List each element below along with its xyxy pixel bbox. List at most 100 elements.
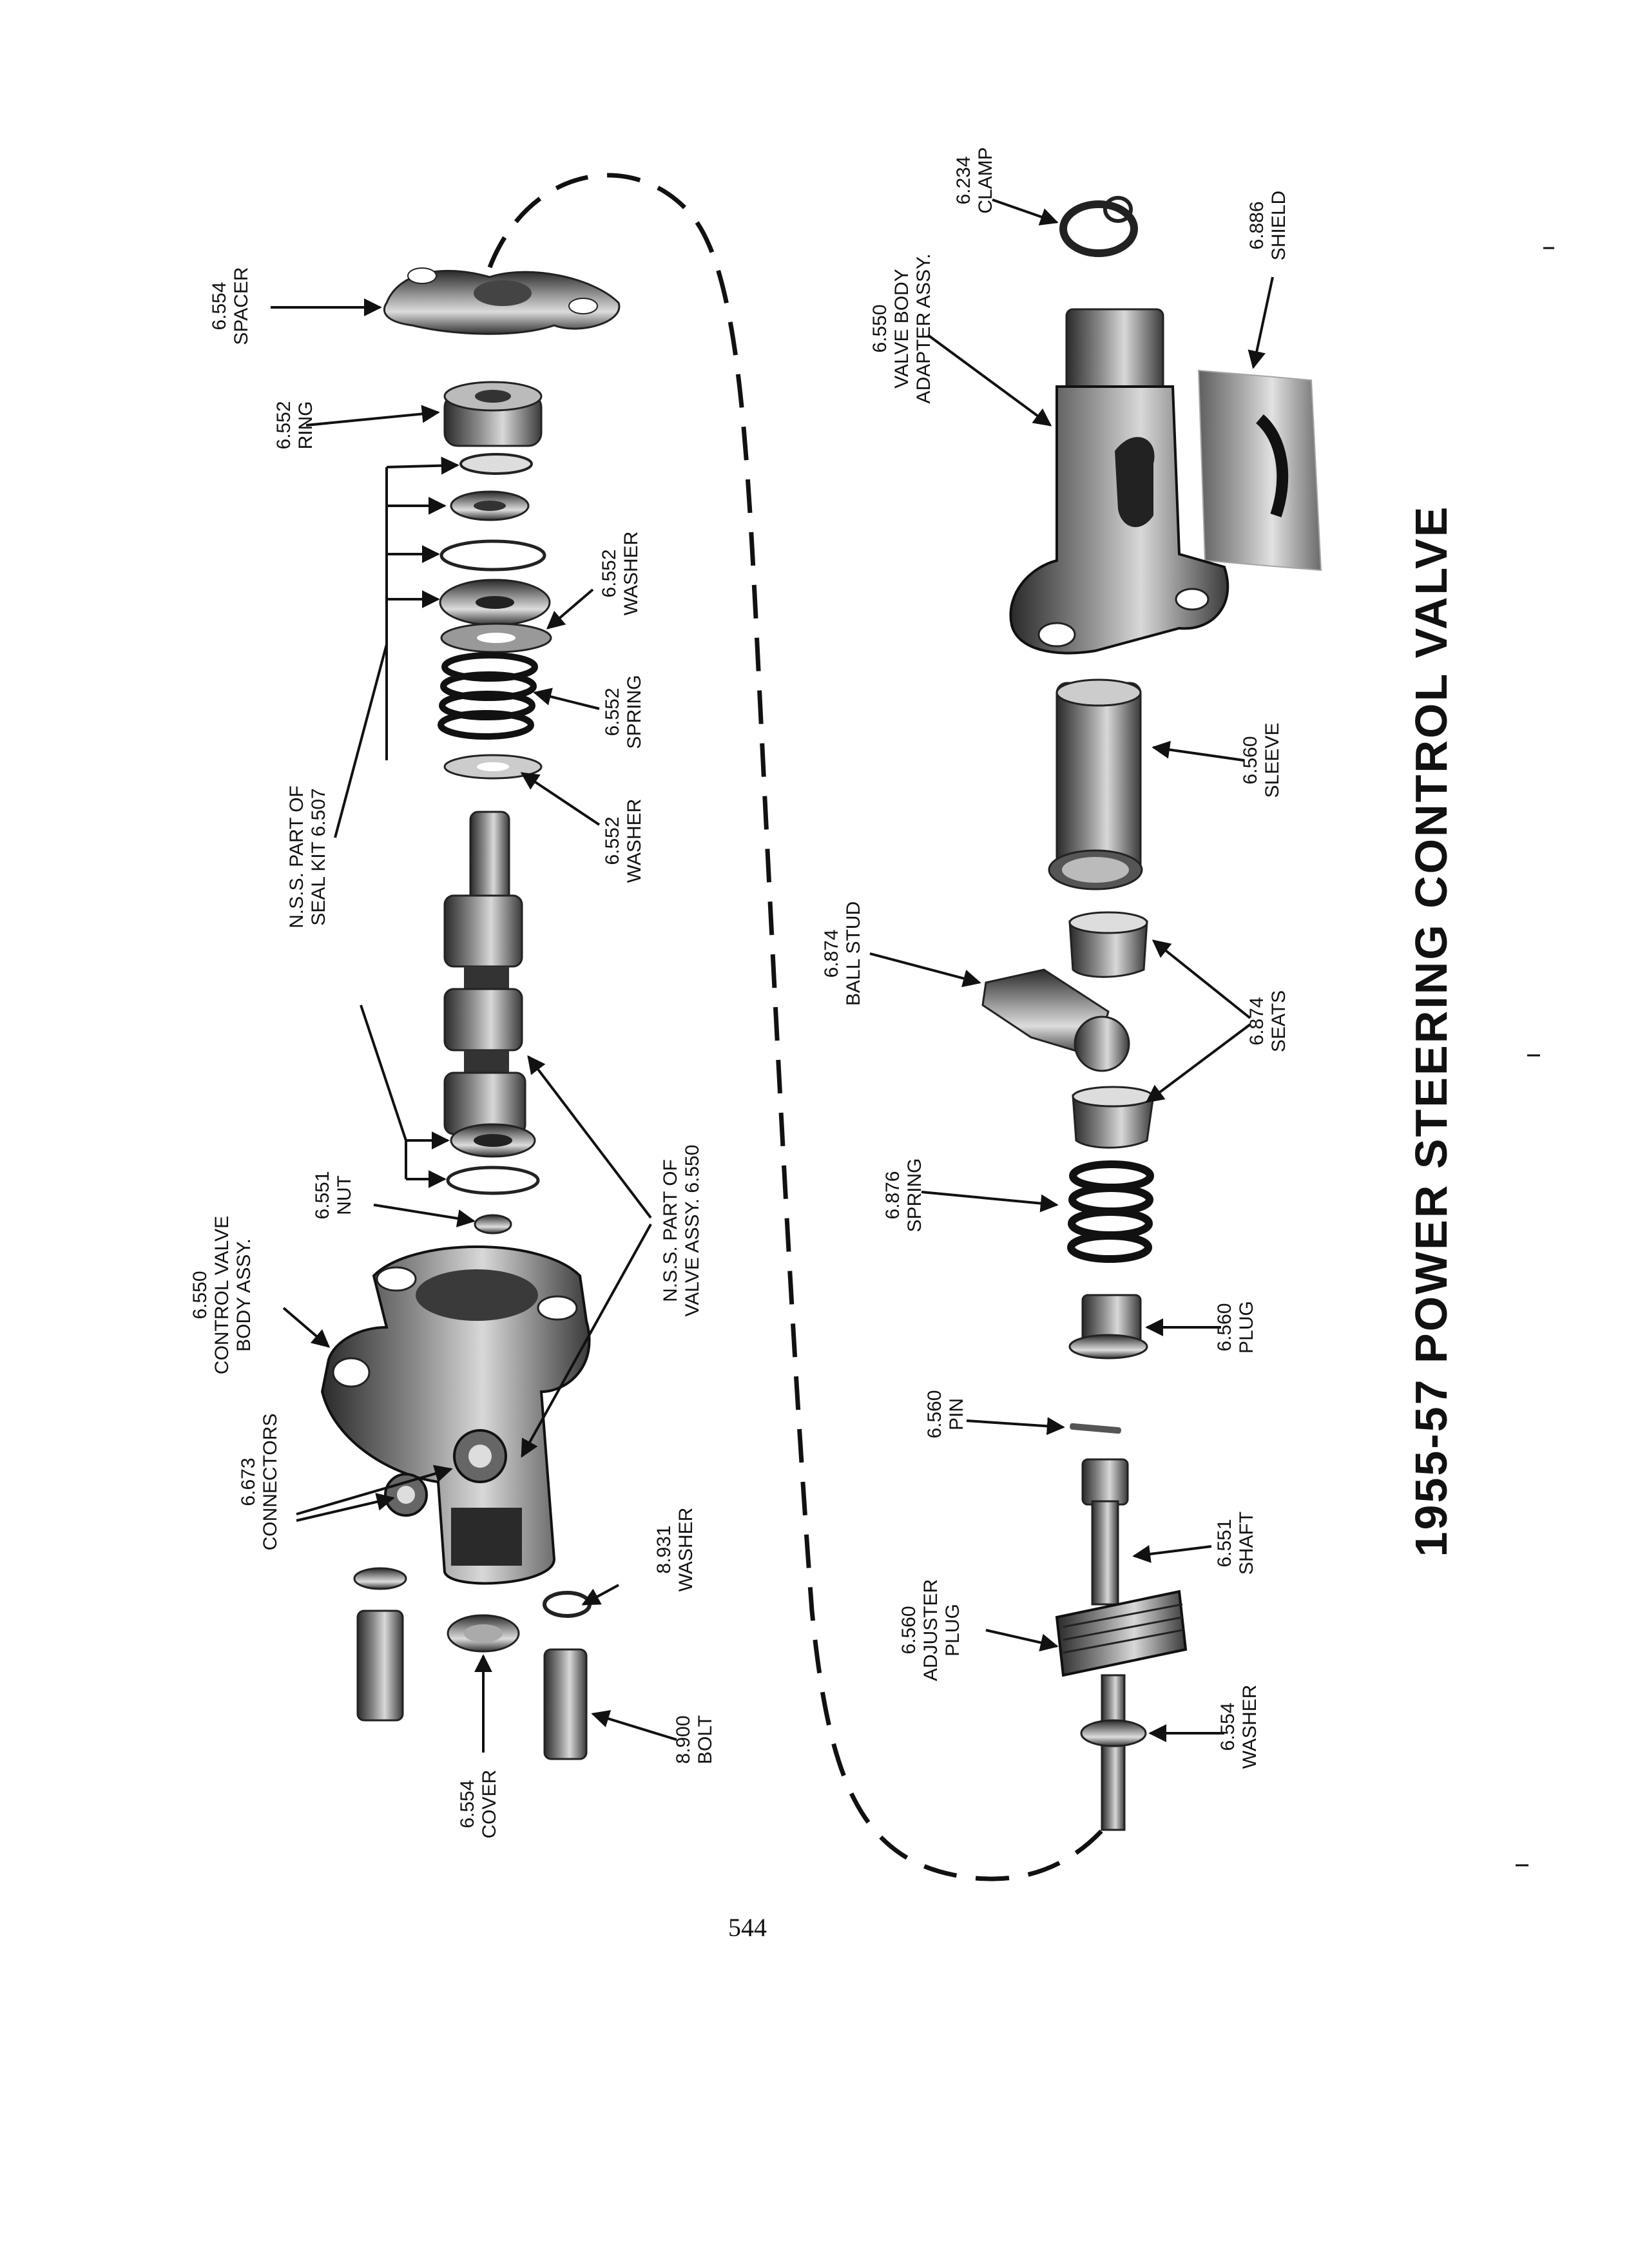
label-adapter-line3: ADAPTER ASSY. — [913, 254, 934, 404]
diagram-title: 1955-57 POWER STEERING CONTROL VALVE — [1406, 505, 1456, 1557]
sleeve-part — [1048, 678, 1143, 890]
nut-part — [474, 1214, 512, 1235]
label-ring-name: RING — [295, 401, 316, 450]
label-spring-b: 6.876 SPRING — [882, 1158, 925, 1232]
label-washer-a-name: WASHER — [621, 532, 642, 616]
valve-body-adapter-part — [1009, 308, 1229, 655]
label-clamp: 6.234 CLAMP — [953, 147, 996, 213]
label-washer-b: 6.552 WASHER — [602, 799, 645, 883]
label-connectors-number: 6.673 — [238, 1457, 259, 1506]
ring-part — [443, 381, 543, 447]
label-nut: 6.551 NUT — [312, 1171, 355, 1219]
label-nut-name: NUT — [334, 1175, 355, 1215]
label-pin-number: 6.560 — [924, 1390, 945, 1438]
adjuster-plug-part — [1055, 1590, 1188, 1677]
label-adapter: 6.550 VALVE BODY ADAPTER ASSY. — [869, 254, 934, 404]
label-washer-d: 6.554 WASHER — [1217, 1685, 1260, 1769]
leader-lines — [271, 198, 1274, 1753]
label-spacer-number: 6.554 — [209, 282, 230, 330]
label-cover-number: 6.554 — [457, 1780, 478, 1828]
valve-spool-part — [443, 811, 526, 1135]
shaft-part — [1081, 1458, 1129, 1606]
seat-upper-part — [1068, 911, 1148, 978]
seal-rings — [439, 453, 551, 626]
washer-b-part — [443, 754, 543, 780]
page-number: 544 — [728, 1913, 767, 1942]
washer-a-part — [440, 622, 552, 653]
title-text: 1955-57 POWER STEERING CONTROL VALVE — [1406, 505, 1456, 1557]
label-valve-body: 6.550 CONTROL VALVE BODY ASSY. — [189, 1216, 255, 1374]
clamp-part — [1059, 196, 1138, 257]
spring-b-part — [1067, 1160, 1154, 1263]
label-washer-c: 8.931 WASHER — [653, 1508, 697, 1592]
label-bolt-number: 8.900 — [673, 1715, 694, 1763]
label-spring-a: 6.552 SPRING — [602, 675, 645, 749]
pin-part — [1070, 1423, 1121, 1434]
label-sleeve-number: 6.560 — [1240, 736, 1261, 784]
lower-seal-rings — [446, 1123, 540, 1195]
label-ring-number: 6.552 — [273, 401, 294, 449]
label-seats-name: SEATS — [1268, 990, 1289, 1052]
label-adjuster-number: 6.560 — [898, 1606, 920, 1654]
label-adapter-number: 6.550 — [869, 304, 891, 352]
label-shield-number: 6.886 — [1246, 201, 1268, 249]
label-spring-a-name: SPRING — [624, 675, 645, 749]
label-shaft-number: 6.551 — [1214, 1519, 1235, 1567]
label-shaft: 6.551 SHAFT — [1214, 1512, 1257, 1575]
label-nut-number: 6.551 — [312, 1171, 333, 1219]
label-seats-number: 6.874 — [1246, 997, 1268, 1045]
label-sleeve-name: SLEEVE — [1262, 723, 1283, 798]
label-seal-kit-line2: SEAL KIT 6.507 — [308, 788, 329, 925]
label-cover: 6.554 COVER — [457, 1770, 500, 1839]
label-spring-b-number: 6.876 — [882, 1171, 903, 1219]
label-shaft-name: SHAFT — [1236, 1512, 1257, 1575]
label-sleeve: 6.560 SLEEVE — [1240, 723, 1283, 798]
label-seats: 6.874 SEATS — [1246, 990, 1289, 1052]
shield-part — [1197, 369, 1322, 572]
label-cover-name: COVER — [479, 1770, 500, 1839]
label-bolt: 8.900 BOLT — [673, 1715, 716, 1764]
label-adjuster-line2: ADJUSTER — [920, 1579, 941, 1681]
label-spring-b-name: SPRING — [904, 1158, 925, 1232]
label-washer-a: 6.552 WASHER — [599, 532, 642, 616]
label-plug-number: 6.560 — [1214, 1303, 1235, 1351]
label-seal-kit-line1: N.S.S. PART OF — [286, 785, 307, 928]
label-valve-body-line3: BODY ASSY. — [233, 1238, 255, 1352]
lower-left-small-parts — [353, 1567, 592, 1760]
label-pin: 6.560 PIN — [924, 1390, 967, 1438]
label-washer-b-name: WASHER — [624, 799, 645, 883]
margin-marks — [1516, 247, 1554, 1867]
label-washer-b-number: 6.552 — [602, 816, 623, 865]
label-pin-name: PIN — [946, 1398, 967, 1430]
label-valve-body-line2: CONTROL VALVE — [211, 1216, 233, 1374]
label-plug: 6.560 PLUG — [1214, 1301, 1257, 1354]
spring-a-part — [438, 652, 538, 740]
label-spacer-name: SPACER — [231, 267, 252, 345]
dashed-assembly-path — [487, 173, 1110, 1881]
spacer-part — [383, 267, 621, 335]
ball-stud-part — [981, 968, 1130, 1072]
label-adjuster: 6.560 ADJUSTER PLUG — [898, 1579, 963, 1681]
label-valve-assy-line1: N.S.S. PART OF — [660, 1159, 681, 1302]
label-spacer: 6.554 SPACER — [209, 267, 252, 345]
label-bolt-name: BOLT — [695, 1715, 716, 1764]
label-connectors-name: CONNECTORS — [260, 1414, 281, 1551]
label-ring: 6.552 RING — [273, 401, 316, 449]
label-spring-a-number: 6.552 — [602, 687, 623, 736]
label-shield-name: SHIELD — [1268, 191, 1289, 260]
label-washer-c-name: WASHER — [675, 1508, 697, 1592]
label-adjuster-line3: PLUG — [942, 1604, 963, 1657]
label-washer-a-number: 6.552 — [599, 549, 620, 597]
label-ball-stud: 6.874 BALL STUD — [821, 901, 864, 1006]
label-shield: 6.886 SHIELD — [1246, 191, 1289, 260]
label-washer-d-number: 6.554 — [1217, 1702, 1239, 1751]
lower-shaft-washer-part — [1080, 1674, 1147, 1831]
plug-part — [1068, 1294, 1148, 1360]
label-connectors: 6.673 CONNECTORS — [238, 1414, 281, 1551]
seat-lower-part — [1072, 1086, 1155, 1149]
label-valve-assy-line2: VALVE ASSY. 6.550 — [682, 1145, 703, 1317]
label-ball-stud-name: BALL STUD — [843, 901, 864, 1006]
label-plug-name: PLUG — [1236, 1301, 1257, 1354]
label-washer-c-number: 8.931 — [653, 1525, 675, 1573]
